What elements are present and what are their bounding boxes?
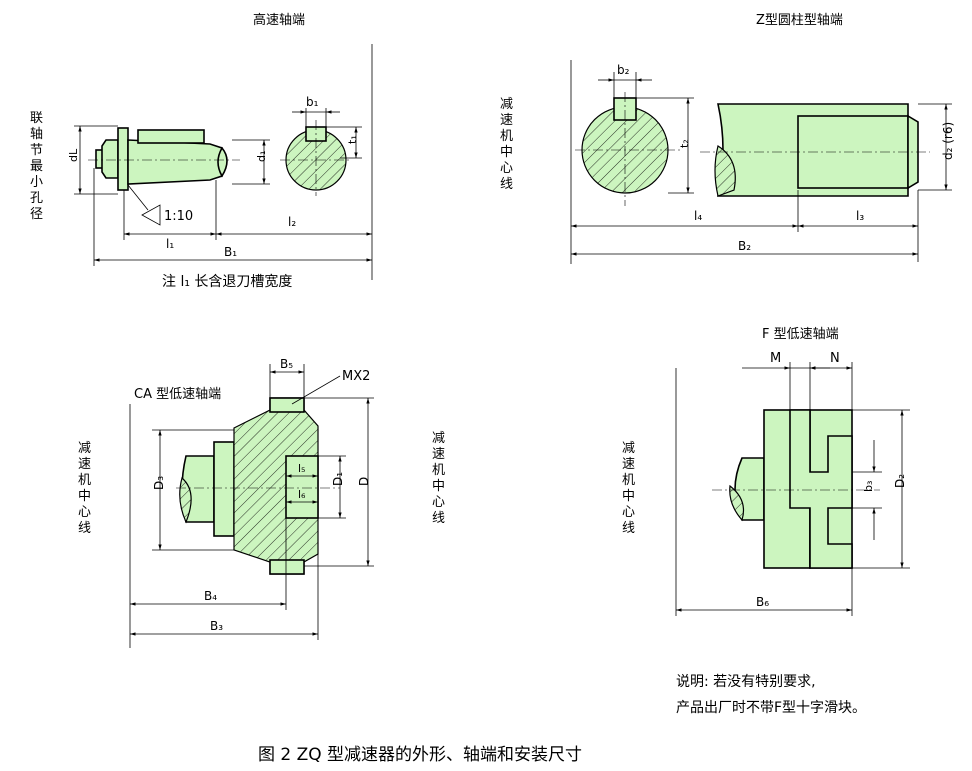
dim-l5: l₅: [298, 462, 305, 475]
dim-t2: t₂: [678, 139, 691, 148]
high-speed-key-section: [280, 120, 352, 196]
thread-MX2: MX2: [342, 369, 370, 384]
dim-M: M: [770, 351, 781, 366]
dim-dL: dL: [67, 148, 80, 162]
ca-flange: [179, 397, 319, 575]
dim-l3: l₃: [856, 209, 864, 223]
coupling-min-bore-label: 联 轴 节 最 小 孔 径: [30, 111, 43, 222]
svg-text:轴: 轴: [30, 127, 43, 142]
dim-d1: d₁: [255, 151, 268, 162]
svg-text:节: 节: [30, 143, 43, 158]
z-key-section: [575, 92, 680, 206]
dim-l2: l₂: [288, 215, 296, 229]
svg-text:减: 减: [500, 97, 513, 112]
dim-D2: D₂: [893, 474, 907, 488]
dim-l1: l₁: [166, 237, 174, 251]
ca-center-label-left: 减 速 机 中 心 线: [78, 441, 91, 536]
svg-text:减: 减: [432, 431, 445, 446]
svg-text:中: 中: [78, 489, 91, 504]
ca-center-label-right: 减 速 机 中 心 线: [432, 431, 445, 526]
svg-text:线: 线: [622, 521, 635, 536]
svg-text:速: 速: [622, 457, 635, 472]
svg-text:心: 心: [622, 505, 635, 520]
svg-text:联: 联: [30, 111, 43, 126]
z-cylindrical-shaft: [714, 103, 919, 197]
svg-text:心: 心: [500, 161, 513, 176]
dim-d2: d₂ (r6): [941, 122, 955, 160]
svg-text:减: 减: [622, 441, 635, 456]
figure-caption: 图 2 ZQ 型减速器的外形、轴端和安装尺寸: [258, 745, 582, 765]
remark-line-1: 说明: 若没有特别要求,: [676, 674, 816, 690]
svg-text:速: 速: [78, 457, 91, 472]
dim-b1: b₁: [306, 95, 319, 109]
dim-N: N: [830, 351, 840, 366]
dim-t1: t₁: [346, 135, 359, 144]
z-type-shaft-view: Z型圆柱型轴端 减 速 机 中 心 线 b₂ t₂: [500, 13, 955, 264]
f-slider-block: [729, 409, 853, 569]
dim-b3: b₃: [862, 481, 875, 492]
svg-text:速: 速: [432, 447, 445, 462]
dim-B4: B₄: [204, 589, 217, 603]
dim-D: D: [357, 477, 371, 486]
svg-text:中: 中: [432, 479, 445, 494]
f-type-title: F 型低速轴端: [762, 327, 839, 342]
dim-B5: B₅: [280, 357, 293, 371]
dim-B1: B₁: [224, 245, 237, 259]
svg-text:线: 线: [432, 511, 445, 526]
svg-text:中: 中: [622, 489, 635, 504]
taper-ratio: 1:10: [164, 209, 193, 224]
svg-text:心: 心: [78, 505, 91, 520]
svg-text:速: 速: [500, 113, 513, 128]
svg-text:中: 中: [500, 145, 513, 160]
high-speed-note: 注 l₁ 长含退刀槽宽度: [162, 273, 292, 290]
svg-text:减: 减: [78, 441, 91, 456]
svg-text:孔: 孔: [30, 191, 43, 206]
f-type-shaft-view: F 型低速轴端 减 速 机 中 心 线 M N b₃: [622, 327, 910, 616]
svg-text:心: 心: [432, 495, 445, 510]
z-type-title: Z型圆柱型轴端: [756, 13, 843, 28]
svg-text:小: 小: [30, 175, 43, 190]
f-center-label: 减 速 机 中 心 线: [622, 441, 635, 536]
dim-B6: B₆: [756, 595, 769, 609]
remarks: 说明: 若没有特别要求, 产品出厂时不带F型十字滑块。: [676, 674, 866, 716]
svg-text:机: 机: [500, 129, 513, 144]
dim-D1: D₁: [331, 472, 345, 486]
svg-text:线: 线: [500, 177, 513, 192]
dim-B3: B₃: [210, 619, 223, 633]
z-center-label: 减 速 机 中 心 线: [500, 97, 513, 192]
dim-B2: B₂: [738, 239, 751, 253]
tapered-shaft: [95, 127, 228, 191]
high-speed-shaft-view: 高速轴端 联 轴 节 最 小 孔 径: [30, 12, 373, 290]
dim-l6: l₆: [298, 488, 306, 501]
dim-l4: l₄: [694, 209, 702, 223]
svg-text:径: 径: [30, 207, 43, 222]
svg-text:机: 机: [78, 473, 91, 488]
high-speed-title: 高速轴端: [253, 12, 305, 28]
svg-text:机: 机: [432, 463, 445, 478]
remark-line-2: 产品出厂时不带F型十字滑块。: [676, 699, 866, 716]
svg-text:线: 线: [78, 521, 91, 536]
dim-D3: D₃: [152, 476, 166, 490]
ca-type-title: CA 型低速轴端: [134, 387, 221, 402]
dim-b2: b₂: [617, 63, 630, 77]
svg-text:机: 机: [622, 473, 635, 488]
ca-type-shaft-view: CA 型低速轴端 减 速 机 中 心 线 减 速 机 中 心 线: [78, 357, 445, 648]
svg-text:最: 最: [30, 159, 43, 174]
